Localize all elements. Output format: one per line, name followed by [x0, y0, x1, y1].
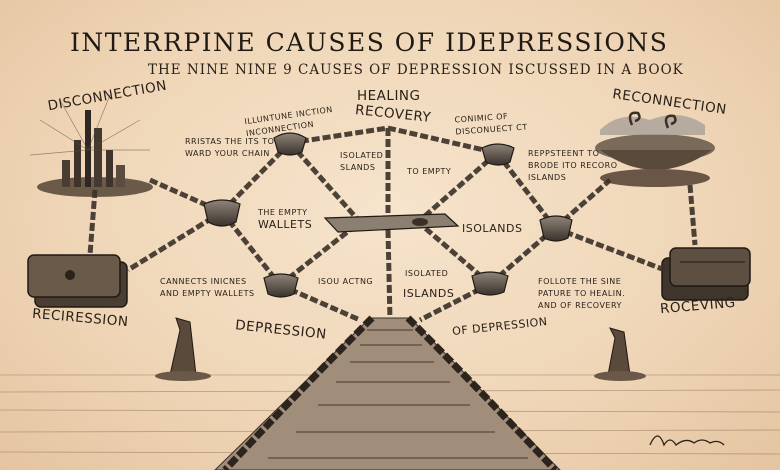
stone-nodes [203, 132, 573, 298]
page-title: INTERRPINE CAUSES OF IDEPRESSIONS [70, 28, 669, 57]
label-islands: ISLANDS [403, 287, 455, 300]
label-isolated-slands: ISOLATED SLANDS [340, 151, 384, 172]
label-isolated: ISOLATED [405, 269, 449, 278]
label-follow-note: FOLLOTE THE SINE PATURE TO HEALIN. AND O… [538, 277, 626, 310]
label-healing: HEALING [357, 88, 421, 104]
wallet-left-icon [27, 254, 128, 308]
chain-bridge [214, 315, 561, 470]
page-subtitle: THE NINE NINE 9 CAUSES OF DEPRESSION ISC… [148, 62, 684, 78]
tree-stump-right-icon [594, 327, 646, 381]
artist-signature [649, 435, 725, 447]
wallet-right-icon [661, 247, 751, 301]
label-chain-note: RRISTAS THE ITS TO WARD YOUR CHAIN [185, 137, 275, 158]
tree-stump-left-icon [155, 317, 211, 381]
label-represent-note: REPPSTEENT TO BRODE ITO RECORO ISLANDS [528, 149, 618, 182]
label-isolands: ISOLANDS [462, 222, 523, 235]
label-small-top-right: CONIMIC OF DISCONUECT CT [454, 111, 528, 137]
label-the-empty: THE EMPTY [258, 208, 308, 217]
city-icon [29, 94, 153, 197]
label-isolating: ISOU ACTNG [318, 277, 374, 286]
label-connects-note: CANNECTS INICNES AND EMPTY WALLETS [160, 277, 255, 298]
floating-island-icon [595, 111, 715, 187]
central-platform [323, 213, 460, 233]
label-to-empty: TO EMPTY [407, 167, 452, 176]
label-wallets: WALLETS [258, 218, 313, 231]
